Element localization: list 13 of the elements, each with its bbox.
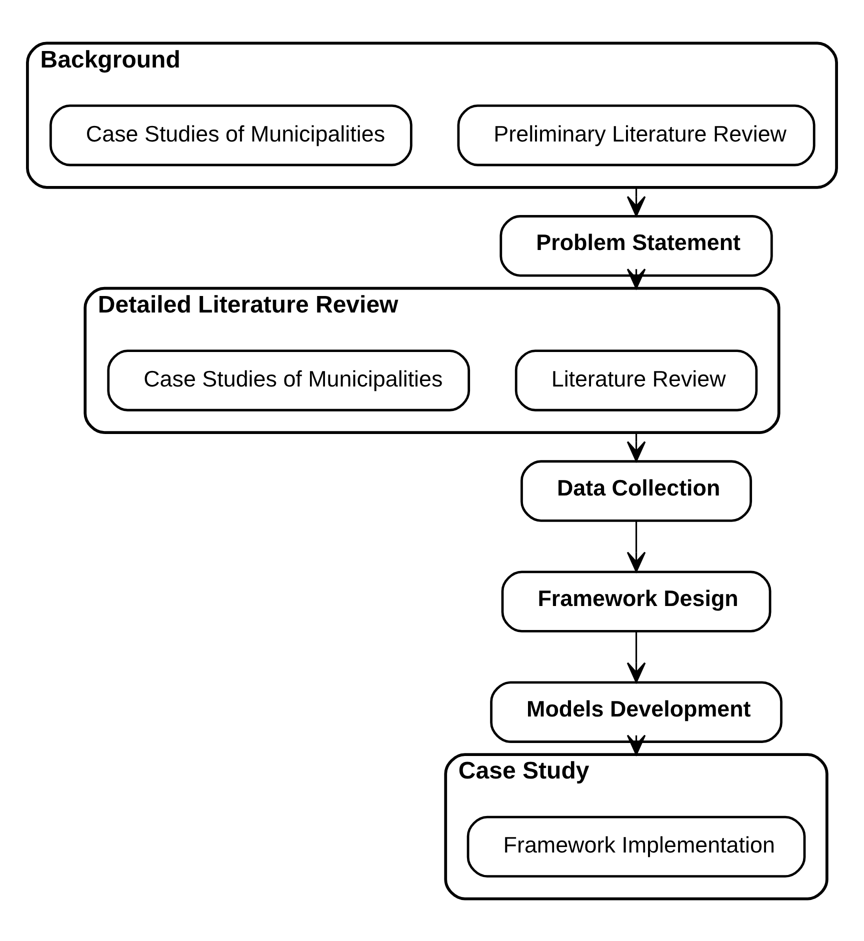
arrow — [626, 630, 646, 682]
node-box: Literature Review — [514, 349, 758, 411]
node-box: Case Studies of Municipalities — [49, 104, 412, 166]
arrow — [626, 734, 646, 755]
node-box: Framework Implementation — [466, 815, 806, 878]
arrow — [626, 520, 646, 572]
arrow — [626, 186, 646, 216]
arrow — [626, 268, 646, 289]
node-box: Data Collection — [520, 460, 752, 522]
node-box: Preliminary Literature Review — [457, 104, 816, 166]
node-box: Case Studies of Municipalities — [107, 349, 470, 411]
arrow — [626, 432, 646, 462]
node-box: Framework Design — [501, 570, 772, 632]
